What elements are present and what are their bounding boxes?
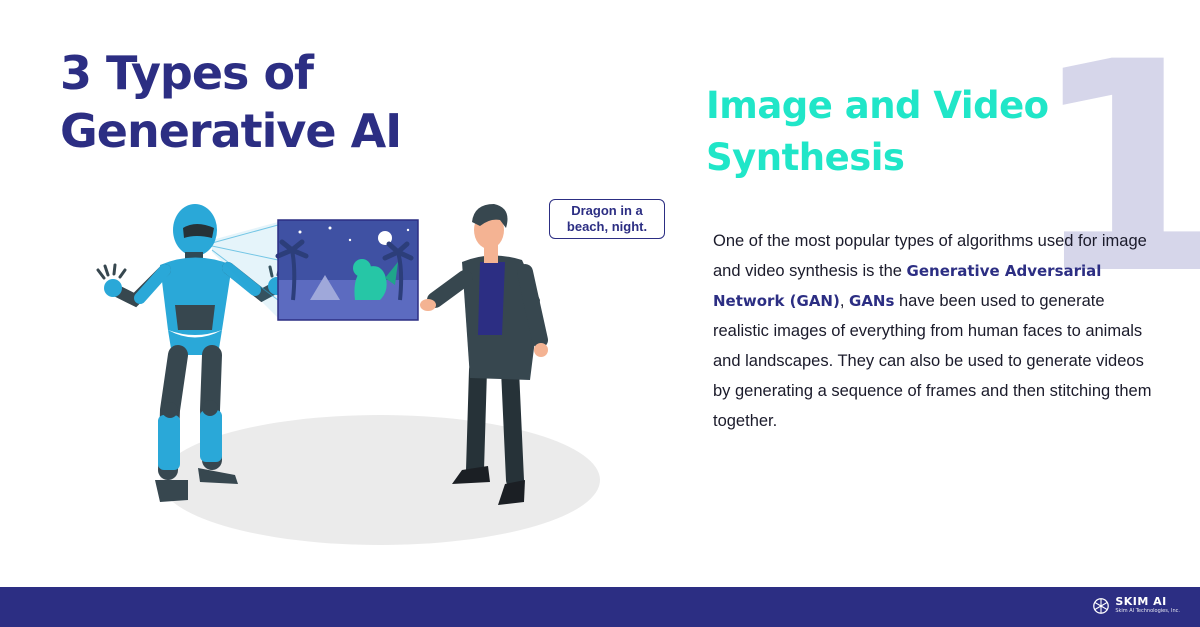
dragon-projection-image (275, 219, 419, 321)
body-part-2: , (839, 292, 850, 310)
brand-icon (1093, 597, 1110, 614)
robot-and-man-illustration (96, 204, 600, 545)
speech-bubble: Dragon in a beach, night. (549, 199, 665, 239)
section-title-line-2: Synthesis (706, 136, 905, 179)
title-line-1: 3 Types of (60, 46, 314, 100)
page-title: 3 Types of Generative AI (60, 44, 402, 160)
gan-highlight: Generative Adversarial Network (GAN) (713, 262, 1102, 310)
gans-highlight: GANs (849, 292, 895, 310)
title-line-2: Generative AI (60, 104, 402, 158)
brand-logo: SKIM AI Skim AI Technologies, Inc. (1092, 596, 1180, 615)
section-title-line-1: Image and Video (706, 84, 1049, 127)
brand-name: SKIM AI (1115, 595, 1167, 608)
section-title: Image and Video Synthesis (706, 80, 1049, 184)
body-paragraph: One of the most popular types of algorit… (713, 226, 1153, 436)
body-part-3: have been used to generate realistic ima… (713, 292, 1152, 430)
man-illustration (420, 204, 548, 505)
section-number: 1 (1030, 1, 1200, 338)
brand-tagline: Skim AI Technologies, Inc. (1115, 608, 1180, 614)
footer-bar: SKIM AI Skim AI Technologies, Inc. (0, 587, 1200, 627)
body-part-1: One of the most popular types of algorit… (713, 232, 1147, 280)
robot-illustration (96, 204, 292, 502)
